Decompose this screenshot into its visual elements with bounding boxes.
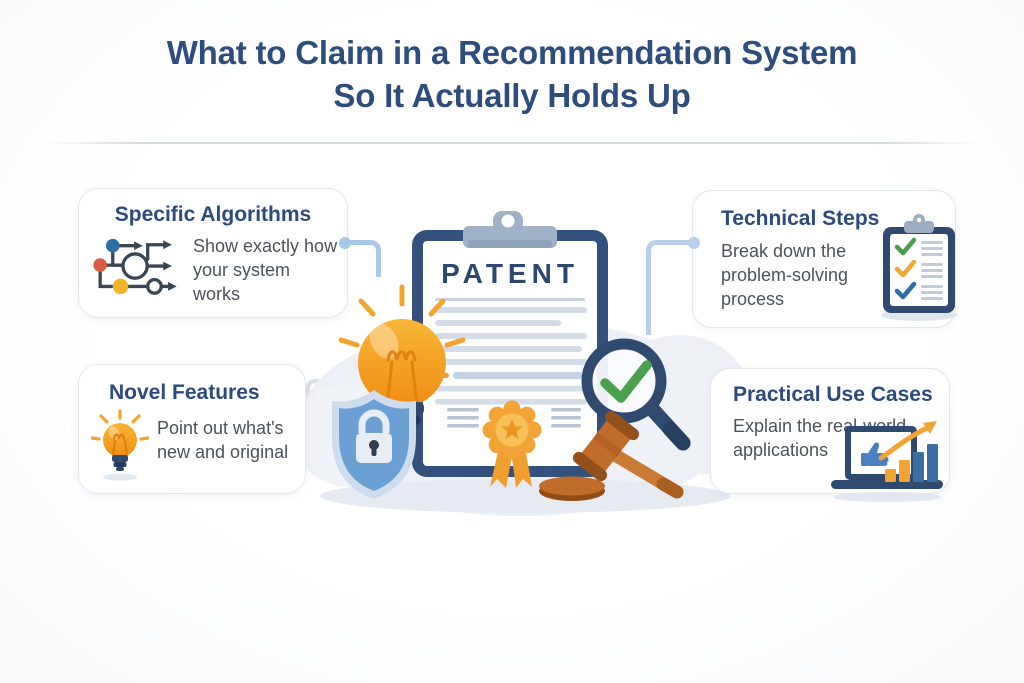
connector-top-right	[646, 240, 699, 335]
growth-arrow-icon	[923, 421, 937, 434]
page-title-line1: What to Claim in a Recommendation System	[166, 34, 858, 71]
card-description: Show exactly how your system works	[193, 236, 338, 304]
connector-dot-top-right	[688, 237, 700, 249]
document-lines	[434, 298, 587, 428]
lightbulb-icon	[90, 409, 150, 488]
thumbs-up-icon	[861, 442, 889, 466]
shield-lock-icon	[332, 390, 416, 499]
laptop-growth-chart-icon	[825, 416, 957, 509]
patent-center-illustration: PATENT	[295, 211, 750, 516]
title-divider	[44, 142, 980, 144]
ground-shadow	[320, 479, 730, 513]
award-ribbon-icon	[482, 400, 542, 488]
card-title: Technical Steps	[721, 207, 880, 230]
patent-clipboard-icon: PATENT	[412, 211, 608, 477]
card-title: Specific Algorithms	[114, 203, 312, 226]
bar-chart-icon	[885, 444, 938, 482]
gavel-icon	[539, 410, 684, 501]
flowchart-icon	[91, 236, 183, 305]
card-description: Point out what's new and original	[157, 418, 289, 462]
card-description: Break down the problem-solving process	[721, 241, 849, 309]
page-title: What to Claim in a Recommendation System…	[0, 32, 1024, 118]
magnifier-check-icon	[581, 338, 691, 451]
connector-top-left	[346, 240, 381, 277]
checkmark-icon	[600, 360, 652, 403]
card-specific-algorithms: Specific Algorithms	[78, 188, 348, 318]
checklist-clipboard-icon	[873, 211, 965, 328]
star-icon	[501, 419, 523, 439]
card-title: Practical Use Cases	[733, 383, 933, 406]
patent-label: PATENT	[441, 258, 579, 289]
card-novel-features: Novel Features	[78, 364, 306, 494]
connector-dot-top-left	[339, 237, 351, 249]
card-practical-use-cases: Practical Use Cases Explain the real-wor…	[710, 368, 950, 502]
card-title: Novel Features	[109, 381, 260, 404]
page-title-line2: So It Actually Holds Up	[333, 76, 691, 114]
card-technical-steps: Technical Steps Break down the problem-s…	[692, 190, 957, 328]
